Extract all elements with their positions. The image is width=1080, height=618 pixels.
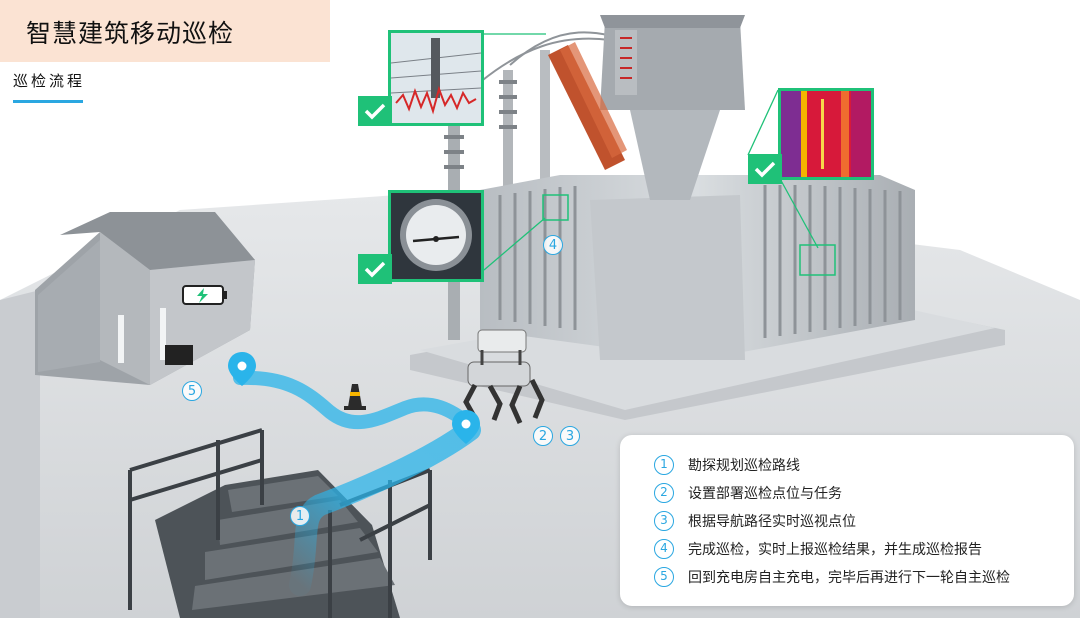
thumbnail-thermal: [778, 88, 874, 180]
marker-step-5: 5: [182, 381, 202, 401]
battery-charging-icon: [182, 285, 227, 305]
location-pin-icon: [452, 410, 480, 444]
list-item: 4 完成巡检，实时上报巡检结果，并生成巡检报告: [654, 537, 982, 561]
list-item: 1 勘探规划巡检路线: [654, 453, 800, 477]
step-number: 5: [654, 567, 674, 587]
steps-panel: 1 勘探规划巡检路线 2 设置部署巡检点位与任务 3 根据导航路径实时巡视点位 …: [620, 435, 1074, 606]
transformer: [480, 15, 915, 360]
step-number: 3: [654, 511, 674, 531]
step-number: 2: [654, 483, 674, 503]
step-number: 1: [654, 455, 674, 475]
page-title: 智慧建筑移动巡检: [26, 19, 235, 48]
step-text: 根据导航路径实时巡视点位: [688, 514, 856, 530]
thumbnail-insulator-waveform: [388, 30, 484, 126]
step-number: 4: [654, 539, 674, 559]
step-text: 完成巡检，实时上报巡检结果，并生成巡检报告: [688, 542, 982, 558]
step-text: 设置部署巡检点位与任务: [688, 486, 842, 502]
marker-step-1: 1: [290, 506, 310, 526]
waveform-image: [391, 33, 481, 123]
location-pin-icon: [228, 352, 256, 386]
check-icon: [358, 254, 392, 284]
list-item: 3 根据导航路径实时巡视点位: [654, 509, 856, 533]
step-text: 勘探规划巡检路线: [688, 458, 800, 474]
list-item: 2 设置部署巡检点位与任务: [654, 481, 842, 505]
section-underline: [13, 100, 83, 103]
thermal-image: [781, 91, 871, 177]
list-item: 5 回到充电房自主充电，完毕后再进行下一轮自主巡检: [654, 565, 1010, 589]
step-text: 回到充电房自主充电，完毕后再进行下一轮自主巡检: [688, 570, 1010, 586]
marker-step-3: 3: [560, 426, 580, 446]
thumbnail-leader-lines: [483, 33, 819, 271]
section-label: 巡检流程: [13, 72, 86, 90]
robot-dog-icon: [463, 329, 545, 425]
marker-step-2: 2: [533, 426, 553, 446]
gauge-image: [391, 193, 481, 279]
check-icon: [358, 96, 392, 126]
thumbnail-gauge: [388, 190, 484, 282]
navigation-path: [233, 370, 481, 596]
check-icon: [748, 154, 782, 184]
traffic-cone-icon: [344, 384, 366, 410]
title-banner: 智慧建筑移动巡检: [0, 0, 330, 62]
marker-step-4: 4: [543, 235, 563, 255]
charging-house: [35, 212, 255, 385]
